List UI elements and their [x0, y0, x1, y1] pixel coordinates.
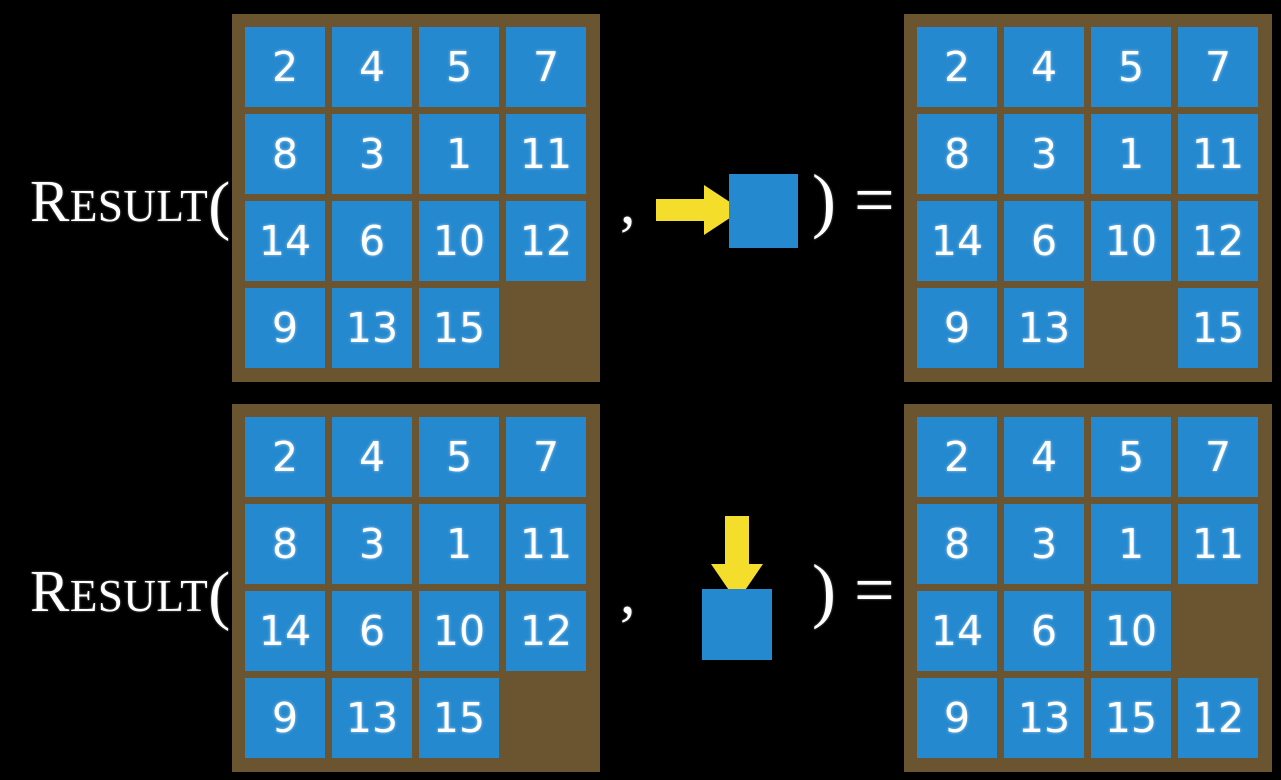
- tile[interactable]: 5: [1091, 417, 1171, 497]
- tile[interactable]: 14: [245, 201, 325, 281]
- tile[interactable]: 6: [1004, 591, 1084, 671]
- result-label-row1: RESULT(: [30, 172, 231, 239]
- tile[interactable]: 15: [419, 678, 499, 758]
- tile[interactable]: 14: [245, 591, 325, 671]
- tile[interactable]: 2: [917, 417, 997, 497]
- result-label-row1-smallcaps: ESULT: [69, 181, 209, 231]
- tile[interactable]: 2: [245, 27, 325, 107]
- arrow-down-icon: [711, 516, 763, 602]
- tile[interactable]: 9: [245, 678, 325, 758]
- tile[interactable]: 11: [1178, 114, 1258, 194]
- tile[interactable]: 9: [917, 288, 997, 368]
- output-board-top[interactable]: 2 4 5 7 8 3 1 11 14 6 10 12 9 13 15: [904, 14, 1272, 382]
- result-label-row2-smallcaps: ESULT: [69, 571, 209, 621]
- input-board-top[interactable]: 2 4 5 7 8 3 1 11 14 6 10 12 9 13 15: [232, 14, 600, 382]
- tile[interactable]: 3: [332, 504, 412, 584]
- tile[interactable]: 8: [917, 504, 997, 584]
- blank-tile[interactable]: [506, 288, 586, 368]
- blank-tile[interactable]: [1178, 591, 1258, 671]
- tile[interactable]: 3: [332, 114, 412, 194]
- tile[interactable]: 6: [332, 201, 412, 281]
- comma-separator-row2: ,: [620, 559, 636, 627]
- input-board-bottom[interactable]: 2 4 5 7 8 3 1 11 14 6 10 12 9 13 15: [232, 404, 600, 772]
- tile[interactable]: 8: [245, 504, 325, 584]
- tile[interactable]: 12: [506, 591, 586, 671]
- tile[interactable]: 13: [332, 288, 412, 368]
- tile[interactable]: 5: [419, 27, 499, 107]
- tile[interactable]: 2: [917, 27, 997, 107]
- tile[interactable]: 9: [245, 288, 325, 368]
- action-tile-row1[interactable]: [729, 174, 798, 248]
- tile[interactable]: 1: [1091, 504, 1171, 584]
- tile[interactable]: 7: [1178, 27, 1258, 107]
- tile[interactable]: 15: [1178, 288, 1258, 368]
- tile[interactable]: 6: [332, 591, 412, 671]
- tile[interactable]: 10: [1091, 591, 1171, 671]
- tile[interactable]: 12: [506, 201, 586, 281]
- tile[interactable]: 1: [419, 504, 499, 584]
- tile[interactable]: 1: [419, 114, 499, 194]
- tile[interactable]: 3: [1004, 504, 1084, 584]
- tile[interactable]: 10: [419, 591, 499, 671]
- tile[interactable]: 12: [1178, 201, 1258, 281]
- result-label-row2-open-paren: (: [208, 559, 231, 632]
- result-label-row1-open-paren: (: [208, 169, 231, 242]
- tile[interactable]: 14: [917, 201, 997, 281]
- result-label-row2-capital: R: [30, 558, 70, 624]
- tile[interactable]: 7: [506, 27, 586, 107]
- close-paren-equals-row1: ) =: [812, 160, 895, 240]
- tile[interactable]: 11: [1178, 504, 1258, 584]
- tile[interactable]: 4: [332, 417, 412, 497]
- blank-tile[interactable]: [1091, 288, 1171, 368]
- blank-tile[interactable]: [506, 678, 586, 758]
- tile[interactable]: 10: [1091, 201, 1171, 281]
- tile[interactable]: 1: [1091, 114, 1171, 194]
- action-tile-row2[interactable]: [702, 589, 772, 660]
- result-label-row1-capital: R: [30, 168, 70, 234]
- tile[interactable]: 13: [1004, 288, 1084, 368]
- tile[interactable]: 5: [419, 417, 499, 497]
- tile[interactable]: 3: [1004, 114, 1084, 194]
- tile[interactable]: 8: [245, 114, 325, 194]
- tile[interactable]: 4: [332, 27, 412, 107]
- tile[interactable]: 7: [1178, 417, 1258, 497]
- tile[interactable]: 13: [1004, 678, 1084, 758]
- tile[interactable]: 11: [506, 114, 586, 194]
- tile[interactable]: 15: [1091, 678, 1171, 758]
- tile[interactable]: 4: [1004, 27, 1084, 107]
- tile[interactable]: 13: [332, 678, 412, 758]
- tile[interactable]: 7: [506, 417, 586, 497]
- tile[interactable]: 4: [1004, 417, 1084, 497]
- output-board-bottom[interactable]: 2 4 5 7 8 3 1 11 14 6 10 9 13 15 12: [904, 404, 1272, 772]
- result-label-row2: RESULT(: [30, 562, 231, 629]
- tile[interactable]: 10: [419, 201, 499, 281]
- tile[interactable]: 11: [506, 504, 586, 584]
- tile[interactable]: 9: [917, 678, 997, 758]
- arrow-right-icon: [656, 185, 742, 235]
- tile[interactable]: 8: [917, 114, 997, 194]
- tile[interactable]: 15: [419, 288, 499, 368]
- comma-separator-row1: ,: [620, 169, 636, 237]
- tile[interactable]: 12: [1178, 678, 1258, 758]
- tile[interactable]: 14: [917, 591, 997, 671]
- tile[interactable]: 5: [1091, 27, 1171, 107]
- close-paren-equals-row2: ) =: [812, 550, 895, 630]
- tile[interactable]: 6: [1004, 201, 1084, 281]
- tile[interactable]: 2: [245, 417, 325, 497]
